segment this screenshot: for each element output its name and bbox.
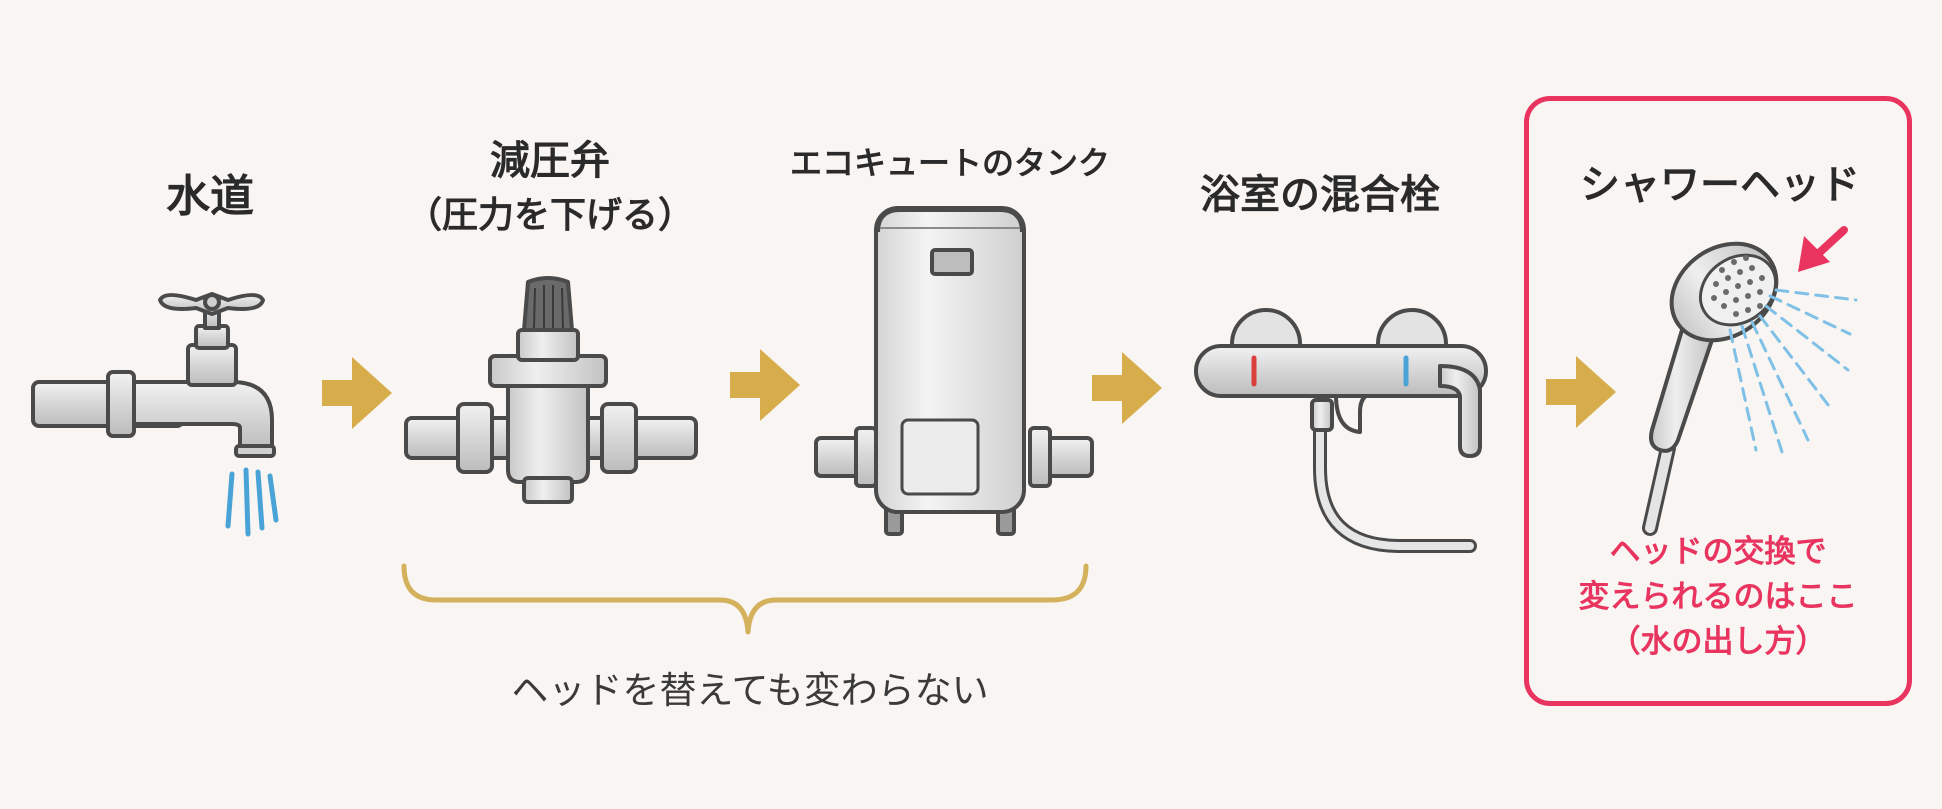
flow-arrow-3	[1092, 352, 1162, 424]
flow-arrow-2	[730, 349, 800, 421]
pressure-reducing-valve-icon	[404, 276, 698, 504]
stage-label-valve: 減圧弁	[490, 138, 610, 184]
stage-label-tank: エコキュートのタンク	[789, 144, 1110, 182]
shower-head-icon	[1642, 241, 1779, 536]
flow-arrow-1	[322, 357, 392, 429]
stage-label-mixer: 浴室の混合栓	[1200, 172, 1440, 218]
shower-nozzle-dots	[1711, 255, 1765, 317]
pointer-arrow-icon	[1798, 226, 1848, 272]
shower-spray-icon	[1728, 288, 1858, 454]
highlight-box	[1524, 96, 1912, 706]
highlight-note-line-2: 変えられるのはここ	[1578, 579, 1858, 615]
flow-arrow-4	[1546, 356, 1616, 428]
stage-sublabel-valve: （圧力を下げる）	[405, 195, 694, 236]
faucet-icon	[31, 292, 276, 458]
stage-label-tap: 水道	[166, 171, 254, 222]
mixing-faucet-icon	[1194, 308, 1488, 553]
water-heater-tank-icon	[814, 206, 1094, 536]
water-stream-icon	[225, 467, 279, 537]
brace-bracket	[401, 563, 1089, 635]
highlight-note-line-1: ヘッドの交換で	[1609, 534, 1827, 570]
highlight-note-line-3: （水の出し方）	[1609, 624, 1827, 660]
stage-label-head: シャワーヘッド	[1580, 162, 1860, 208]
brace-note: ヘッドを替えても変わらない	[511, 669, 989, 712]
